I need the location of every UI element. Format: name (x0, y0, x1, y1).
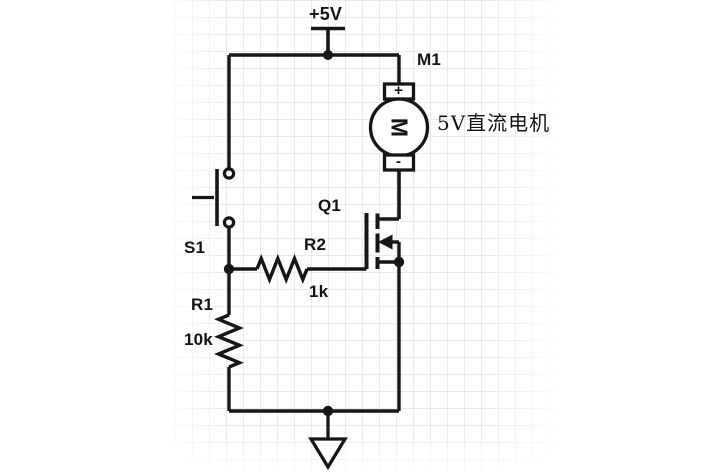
junction-dot (322, 405, 334, 417)
wire-bottom-rail (229, 262, 401, 413)
pushbutton-switch-s1 (192, 167, 236, 264)
motor-m1-symbol (368, 82, 430, 219)
motor-letter: M (386, 117, 413, 138)
wire-top-rail (227, 53, 401, 168)
motor-plus-terminal-label: + (394, 82, 403, 99)
junction-dot (223, 263, 235, 275)
junction-dot (393, 256, 405, 268)
motor-ref-label: M1 (417, 50, 442, 69)
junction-dot (323, 50, 333, 60)
mosfet-body-arrow-icon (378, 234, 393, 250)
resistor-r1-symbol (214, 269, 244, 411)
r1-value-label: 10k (184, 330, 213, 349)
junction-dots (223, 50, 405, 417)
switch-ref-label: S1 (184, 238, 206, 257)
resistor-r2-symbol (229, 253, 367, 285)
grid-fade-bottom (158, 433, 576, 473)
r1-ref-label: R1 (191, 295, 214, 314)
vcc-label: +5V (309, 4, 343, 24)
motor-minus-terminal-label: - (396, 153, 401, 170)
transistor-ref-label: Q1 (318, 196, 342, 215)
r2-value-label: 1k (309, 282, 329, 301)
ground-symbol (308, 411, 348, 471)
mosfet-q1-symbol (364, 170, 401, 269)
r2-ref-label: R2 (304, 235, 327, 254)
grid-fade-left (158, 0, 228, 473)
motor-description-label: 5V直流电机 (437, 111, 551, 135)
grid-fade-right (486, 0, 576, 473)
